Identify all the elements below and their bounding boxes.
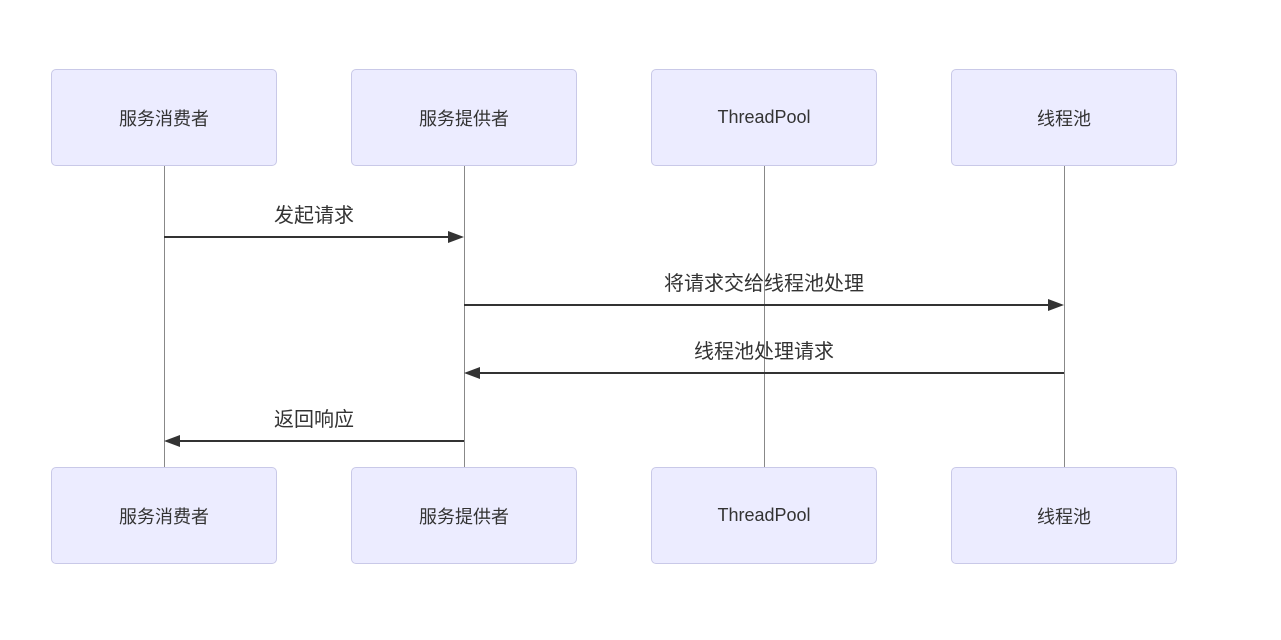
actor-service-consumer-top: 服务消费者 (51, 69, 277, 166)
actor-label: ThreadPool (717, 505, 811, 525)
arrowhead-left-icon (164, 435, 180, 447)
message-line (479, 372, 1064, 374)
message-line (464, 304, 1049, 306)
actor-thread-pool-bottom: 线程池 (951, 467, 1177, 564)
lifeline-service-provider (464, 166, 465, 467)
actor-threadpool-bottom: ThreadPool (651, 467, 877, 564)
message-label: 将请求交给线程池处理 (664, 273, 864, 295)
actor-label: ThreadPool (717, 107, 811, 127)
actor-label: 线程池 (1037, 108, 1091, 129)
actor-thread-pool-top: 线程池 (951, 69, 1177, 166)
message-label: 返回响应 (274, 409, 354, 431)
actor-label: 线程池 (1037, 506, 1091, 527)
message-line (164, 236, 449, 238)
arrowhead-left-icon (464, 367, 480, 379)
message-line (179, 440, 464, 442)
lifeline-thread-pool (1064, 166, 1065, 467)
actor-label: 服务消费者 (119, 506, 209, 527)
actor-label: 服务消费者 (119, 108, 209, 129)
actor-label: 服务提供者 (419, 506, 509, 527)
message-label: 发起请求 (274, 205, 354, 227)
message-label: 线程池处理请求 (694, 341, 834, 363)
actor-service-consumer-bottom: 服务消费者 (51, 467, 277, 564)
arrowhead-right-icon (1048, 299, 1064, 311)
lifeline-threadpool (764, 166, 765, 467)
actor-service-provider-top: 服务提供者 (351, 69, 577, 166)
lifeline-service-consumer (164, 166, 165, 467)
actor-service-provider-bottom: 服务提供者 (351, 467, 577, 564)
arrowhead-right-icon (448, 231, 464, 243)
actor-label: 服务提供者 (419, 108, 509, 129)
actor-threadpool-top: ThreadPool (651, 69, 877, 166)
